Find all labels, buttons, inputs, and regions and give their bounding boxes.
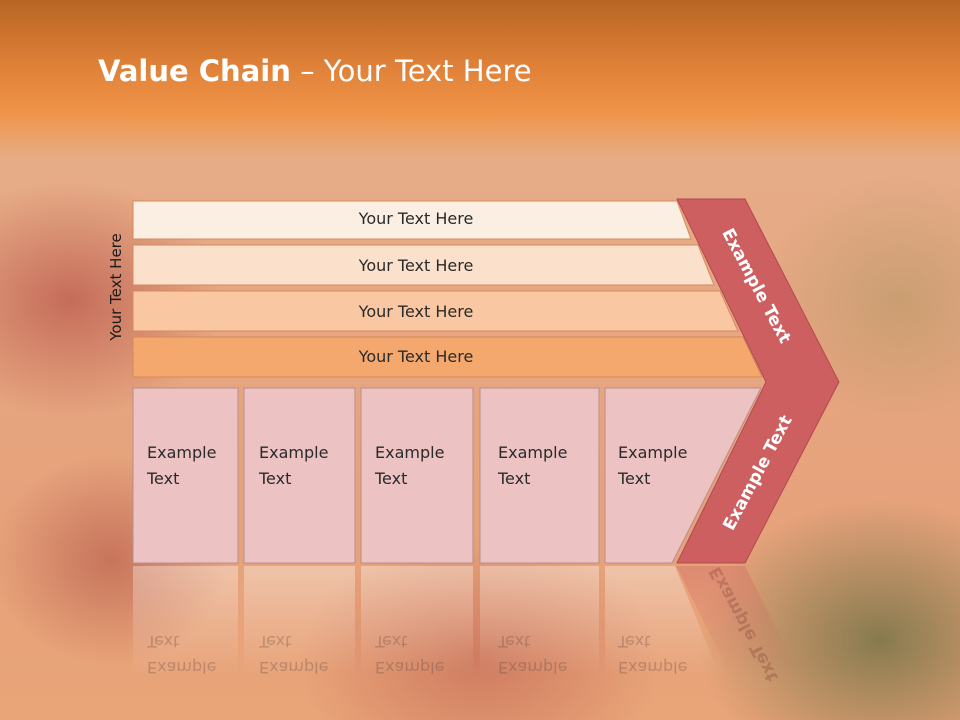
box-3-reflection-line2: Text bbox=[375, 632, 408, 651]
box-3[interactable] bbox=[360, 387, 474, 564]
box-4-reflection-line2: Text bbox=[498, 632, 531, 651]
box-4-reflection-line1: Example bbox=[498, 658, 568, 677]
title-band bbox=[0, 0, 960, 160]
box-3-reflection-line1: Example bbox=[375, 658, 445, 677]
box-2-reflection-line1: Example bbox=[259, 658, 329, 677]
title-bold: Value Chain bbox=[98, 54, 291, 88]
bar-4[interactable] bbox=[132, 336, 763, 378]
box-5[interactable] bbox=[604, 387, 762, 564]
bar-4-label: Your Text Here bbox=[358, 347, 474, 366]
bar-3[interactable] bbox=[132, 290, 739, 332]
box-4[interactable] bbox=[479, 387, 600, 564]
box-reflection-2 bbox=[244, 566, 355, 676]
box-reflection-4 bbox=[480, 566, 599, 676]
box-reflection-1 bbox=[133, 566, 238, 676]
box-4-line2: Text bbox=[498, 469, 531, 488]
box-reflection-5 bbox=[605, 566, 720, 676]
box-5-reflection-label: Example Text bbox=[618, 628, 687, 680]
box-1-reflection-line1: Example bbox=[147, 658, 217, 677]
bar-3-label: Your Text Here bbox=[358, 302, 474, 321]
bar-2-label: Your Text Here bbox=[358, 256, 474, 275]
box-3-line1: Example bbox=[375, 443, 445, 462]
box-2-line2: Text bbox=[259, 469, 292, 488]
chevron-arrow[interactable] bbox=[676, 198, 840, 564]
box-reflection-3 bbox=[361, 566, 473, 676]
box-2-reflection-label: Example Text bbox=[259, 628, 328, 680]
chevron-reflection bbox=[676, 566, 800, 676]
box-2[interactable] bbox=[243, 387, 356, 564]
box-5-line2: Text bbox=[618, 469, 651, 488]
box-1[interactable] bbox=[132, 387, 239, 564]
bar-1[interactable] bbox=[132, 200, 692, 240]
box-4-reflection-label: Example Text bbox=[498, 628, 567, 680]
slide-title[interactable]: Value Chain – Your Text Here bbox=[98, 54, 532, 88]
title-rest: – Your Text Here bbox=[290, 54, 532, 88]
box-5-reflection-line1: Example bbox=[618, 658, 688, 677]
bar-2[interactable] bbox=[132, 244, 715, 286]
box-2-line1: Example bbox=[259, 443, 329, 462]
box-2-reflection-line2: Text bbox=[259, 632, 292, 651]
box-1-reflection-line2: Text bbox=[147, 632, 180, 651]
reflection-group bbox=[133, 566, 800, 676]
box-4-line1: Example bbox=[498, 443, 568, 462]
box-3-line2: Text bbox=[375, 469, 408, 488]
box-3-reflection-label: Example Text bbox=[375, 628, 444, 680]
box-1-reflection-label: Example Text bbox=[147, 628, 216, 680]
box-1-line1: Example bbox=[147, 443, 217, 462]
bar-1-label: Your Text Here bbox=[358, 209, 474, 228]
box-1-line2: Text bbox=[147, 469, 180, 488]
box-5-line1: Example bbox=[618, 443, 688, 462]
box-5-reflection-line2: Text bbox=[618, 632, 651, 651]
